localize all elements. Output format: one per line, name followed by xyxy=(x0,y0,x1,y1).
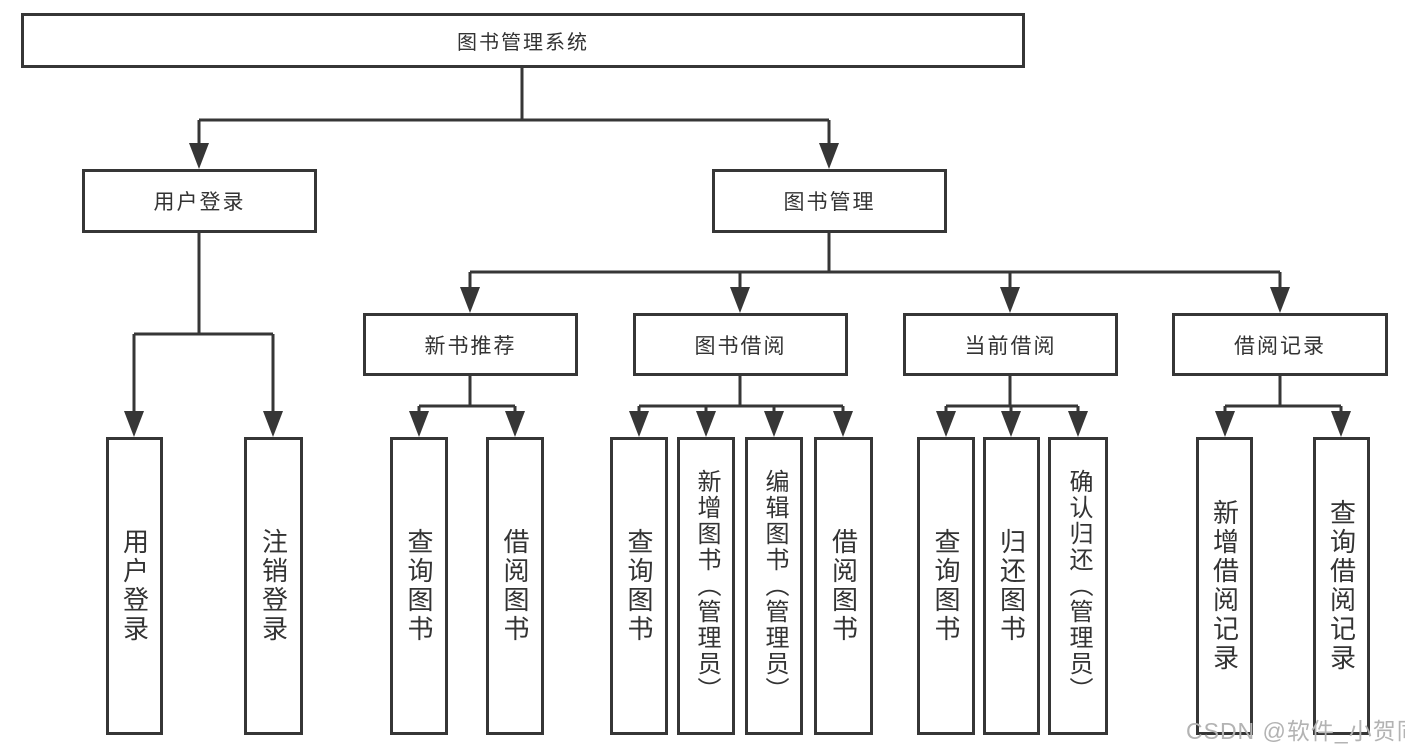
leaf-edit-book-admin: 编辑图书（管理员） xyxy=(745,437,803,735)
leaf-add-book-admin: 新增图书（管理员） xyxy=(677,437,735,735)
node-current-borrow: 当前借阅 xyxy=(903,313,1118,376)
node-label: 新书推荐 xyxy=(424,334,517,358)
node-book-borrow: 图书借阅 xyxy=(633,313,848,376)
arrowhead-icon xyxy=(1270,287,1290,313)
node-label: 图书管理 xyxy=(783,191,876,214)
edge-recommend-to-leaves xyxy=(417,376,517,415)
leaf-borrow-book-recommend: 借阅图书 xyxy=(486,437,544,735)
arrowhead-icon xyxy=(1331,411,1351,437)
edge-records-to-leaves xyxy=(1223,376,1343,415)
arrowhead-icon xyxy=(1001,411,1021,437)
leaf-label: 编辑图书（管理员） xyxy=(761,469,788,703)
edge-login-to-leaves xyxy=(132,233,275,414)
arrowhead-icon xyxy=(696,411,716,437)
node-label: 用户登录 xyxy=(153,191,246,214)
edge-current-to-leaves xyxy=(944,376,1080,415)
leaf-label: 用户登录 xyxy=(119,528,150,644)
leaf-label: 查询借阅记录 xyxy=(1326,499,1357,673)
leaf-add-borrow-record: 新增借阅记录 xyxy=(1196,437,1253,735)
node-user-login: 用户登录 xyxy=(82,169,317,233)
leaf-label: 借阅图书 xyxy=(828,528,859,644)
arrowhead-icon xyxy=(1215,411,1235,437)
node-label: 当前借阅 xyxy=(964,334,1057,358)
leaf-query-book-recommend: 查询图书 xyxy=(390,437,448,735)
leaf-label: 归还图书 xyxy=(996,528,1027,644)
arrowhead-icon xyxy=(189,143,209,169)
leaf-confirm-return-admin: 确认归还（管理员） xyxy=(1048,437,1108,735)
arrowhead-icon xyxy=(1068,411,1088,437)
arrowhead-icon xyxy=(833,411,853,437)
leaf-label: 注销登录 xyxy=(258,528,289,644)
leaf-label: 新增图书（管理员） xyxy=(693,469,720,703)
node-borrow-record: 借阅记录 xyxy=(1172,313,1388,376)
leaf-user-login: 用户登录 xyxy=(106,437,163,735)
arrowhead-icon xyxy=(460,287,480,313)
leaf-return-book: 归还图书 xyxy=(983,437,1040,735)
leaf-logout: 注销登录 xyxy=(244,437,303,735)
leaf-query-borrow-record: 查询借阅记录 xyxy=(1313,437,1370,735)
leaf-label: 查询图书 xyxy=(624,528,654,644)
arrowhead-icon xyxy=(730,287,750,313)
arrowhead-icon xyxy=(936,411,956,437)
edge-root-to-level2 xyxy=(197,66,831,146)
arrowhead-icon xyxy=(629,411,649,437)
leaf-label: 借阅图书 xyxy=(500,528,530,644)
arrowhead-icon xyxy=(1000,287,1020,313)
leaf-label: 确认归还（管理员） xyxy=(1065,469,1092,703)
node-library-system: 图书管理系统 xyxy=(21,13,1025,68)
arrowhead-icon xyxy=(505,411,525,437)
node-label: 图书管理系统 xyxy=(457,32,589,54)
edge-borrow-to-leaves xyxy=(637,376,845,415)
node-label: 图书借阅 xyxy=(694,334,787,358)
arrowhead-icon xyxy=(764,411,784,437)
node-new-book-recommend: 新书推荐 xyxy=(363,313,578,376)
node-label: 借阅记录 xyxy=(1234,334,1326,358)
arrowhead-icon xyxy=(819,143,839,169)
node-book-management: 图书管理 xyxy=(712,169,947,233)
leaf-query-book-current: 查询图书 xyxy=(917,437,975,735)
arrowhead-icon xyxy=(124,411,144,437)
edge-mgmt-to-level3 xyxy=(468,233,1282,291)
leaf-query-book-borrow: 查询图书 xyxy=(610,437,668,735)
arrowhead-icon xyxy=(263,411,283,437)
arrowhead-icon xyxy=(409,411,429,437)
leaf-borrow-book: 借阅图书 xyxy=(814,437,873,735)
leaf-label: 新增借阅记录 xyxy=(1209,499,1240,673)
csdn-watermark: CSDN @软件_小贺同学 xyxy=(1186,718,1405,744)
leaf-label: 查询图书 xyxy=(931,528,961,644)
leaf-label: 查询图书 xyxy=(404,528,434,644)
